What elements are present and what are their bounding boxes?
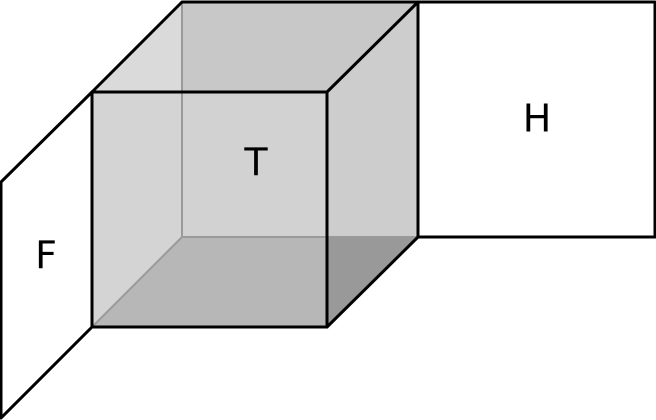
- cube-hidden-edge-diagonal: [91, 236, 183, 328]
- front-plane-label: F: [35, 234, 57, 278]
- cube-outline: [90, 0, 420, 329]
- top-plane-label: T: [243, 141, 268, 185]
- side-plane-label: H: [523, 97, 552, 141]
